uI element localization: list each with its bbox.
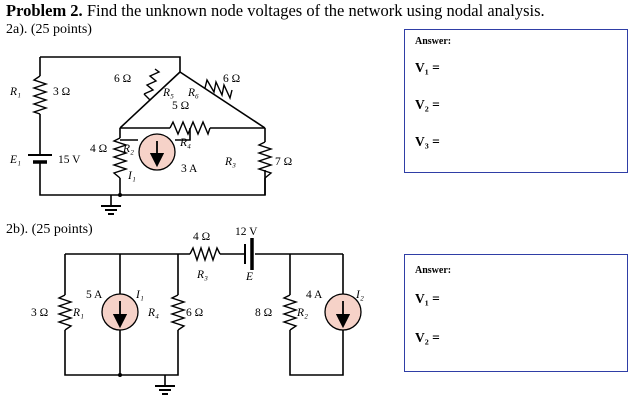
- label-2a-r1: R₁: [9, 86, 21, 98]
- resistor-2b-r2: [281, 294, 299, 331]
- label-2a-r3-value: 7 Ω: [275, 156, 292, 168]
- problem-label: Problem 2.: [6, 1, 83, 20]
- label-2a-r4: R₄: [179, 137, 191, 149]
- wire-2a-top-left: [40, 56, 181, 72]
- resistor-2a-r6: [204, 78, 233, 101]
- label-2a-i1: I₁: [127, 170, 136, 182]
- junction-dot: [118, 193, 122, 197]
- label-2a-r6: R₆: [187, 87, 199, 99]
- circuit-2b: 4 Ω R₃ 12 V E 5 A I₁ 3 Ω R₁ R₄ 6 Ω 8 Ω R…: [31, 226, 364, 395]
- junction-dot: [118, 373, 122, 377]
- wire-2a-i1-branch: [120, 128, 191, 141]
- problem-statement: Find the unknown node voltages of the ne…: [86, 1, 545, 20]
- label-2b-r4-value: 6 Ω: [186, 307, 203, 319]
- resistor-2a-r1: [31, 75, 49, 115]
- answer-v3-a: V₃ =: [415, 134, 440, 149]
- answer-v1-b: V₁ =: [415, 291, 440, 306]
- battery-2b-e: [244, 238, 254, 270]
- circuit-2a: R₁ 3 Ω 6 Ω R₅ R₆ 6 Ω 5 Ω R₄ 4 Ω R₂ E₁ 15…: [9, 56, 292, 215]
- answer-box-a: Answer: V₁ = V₂ = V₃ =: [404, 29, 628, 173]
- ground-icon: [155, 375, 175, 395]
- label-2a-r3: R₃: [224, 156, 236, 168]
- answer-v2-b: V₂ =: [415, 330, 440, 345]
- label-2b-r3: R₃: [196, 269, 208, 281]
- label-2b-i2-value: 4 A: [306, 289, 323, 301]
- battery-2a-e1: [28, 154, 52, 170]
- part-a-label: 2a). (25 points): [6, 22, 92, 37]
- label-2a-i1-value: 3 A: [181, 163, 198, 175]
- label-2a-r2: R₂: [122, 143, 134, 155]
- resistor-2b-r4: [169, 294, 187, 331]
- label-2b-i1-value: 5 A: [86, 289, 103, 301]
- label-2b-i1: I₁: [135, 289, 144, 301]
- label-2b-e-value: 12 V: [235, 226, 258, 238]
- label-2a-r6-value: 6 Ω: [223, 73, 240, 85]
- answer-title-a: Answer:: [415, 36, 452, 47]
- ground-icon: [101, 195, 121, 215]
- label-2b-r2-value: 8 Ω: [255, 307, 272, 319]
- label-2b-r1: R₁: [72, 307, 84, 319]
- part-b-label: 2b). (25 points): [6, 222, 93, 237]
- label-2a-r5-value: 6 Ω: [114, 73, 131, 85]
- label-2b-r3-value: 4 Ω: [193, 231, 210, 243]
- problem-heading: Problem 2. Find the unknown node voltage…: [6, 1, 545, 21]
- label-2a-e1-value: 15 V: [58, 154, 81, 166]
- resistor-2b-r1: [56, 294, 74, 331]
- label-2b-r2: R₂: [296, 307, 308, 319]
- label-2b-r1-value: 3 Ω: [31, 307, 48, 319]
- answer-title-b: Answer:: [415, 265, 452, 276]
- answer-v1-a: V₁ =: [415, 60, 440, 75]
- resistor-2a-r5: [143, 68, 161, 101]
- label-2a-r2-value: 4 Ω: [90, 143, 107, 155]
- wire-2a-diag-right: [179, 71, 266, 129]
- answer-v2-a: V₂ =: [415, 97, 440, 112]
- label-2a-r5: R₅: [162, 87, 174, 99]
- label-2a-r4-value: 5 Ω: [172, 100, 189, 112]
- label-2b-i2: I₂: [355, 289, 364, 301]
- resistor-2a-r2: [111, 137, 129, 179]
- wire-2b-right: [289, 254, 344, 376]
- answer-box-b: Answer: V₁ = V₂ =: [404, 254, 628, 372]
- resistor-2a-r3: [256, 141, 274, 179]
- label-2a-e1: E₁: [9, 154, 21, 166]
- label-2b-e: E: [245, 271, 253, 283]
- label-2a-r1-value: 3 Ω: [53, 86, 70, 98]
- resistor-2b-r3: [189, 245, 221, 263]
- label-2b-r4: R₄: [147, 307, 159, 319]
